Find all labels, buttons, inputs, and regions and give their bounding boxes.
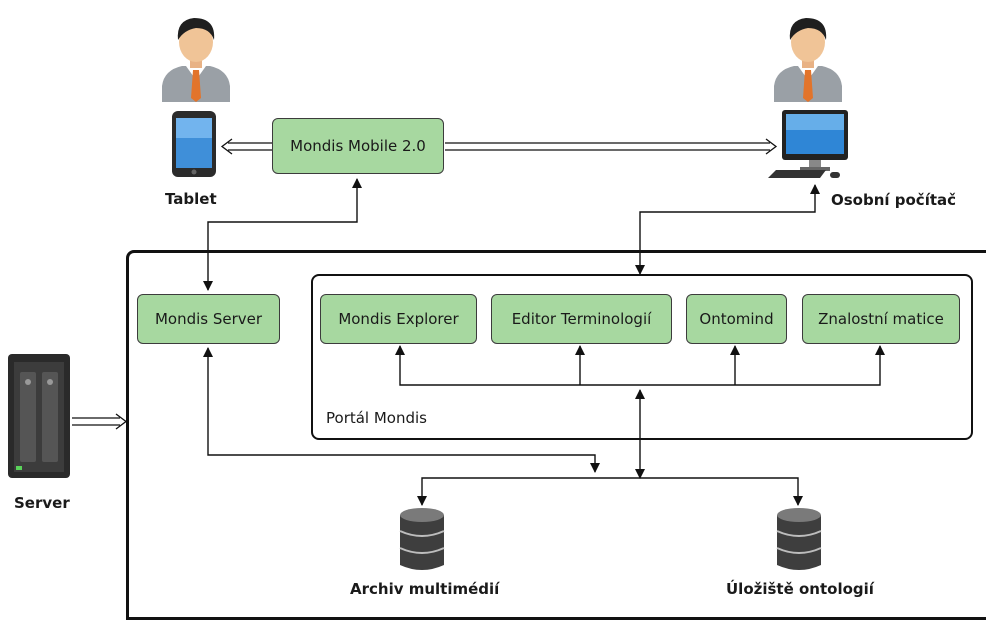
archive-label: Archiv multimédií [350, 580, 500, 598]
mobile-server-arrow [203, 178, 362, 291]
mobile-pc-link [445, 138, 778, 155]
pc-portal-arrow [635, 184, 820, 275]
ontologies-label: Úložiště ontologií [726, 580, 874, 598]
archive-database-icon [399, 508, 445, 570]
tablet-mobile-link [220, 138, 272, 155]
server-storage-arrow [203, 347, 600, 473]
tablet-label: Tablet [165, 190, 217, 208]
znalostni-matice-node[interactable]: Znalostní matice [802, 294, 960, 344]
ontology-database-icon [776, 508, 822, 570]
pc-label: Osobní počítač [831, 191, 957, 209]
editor-terminologii-node[interactable]: Editor Terminologií [491, 294, 672, 344]
portal-label: Portál Mondis [326, 409, 427, 427]
computer-icon [768, 110, 848, 178]
mondis-explorer-node[interactable]: Mondis Explorer [320, 294, 477, 344]
tablet-icon [172, 111, 216, 177]
connector-layer [72, 138, 885, 506]
ontomind-node[interactable]: Ontomind [686, 294, 787, 344]
server-label: Server [14, 494, 70, 512]
portal-frame [311, 274, 973, 440]
server-hardware-icon [8, 354, 70, 478]
mondis-server-node[interactable]: Mondis Server [137, 294, 280, 344]
mondis-mobile-node[interactable]: Mondis Mobile 2.0 [272, 118, 444, 174]
tablet-user-icon [162, 18, 230, 102]
server-frame-link [72, 413, 128, 430]
storage-bus [417, 477, 803, 506]
pc-user-icon [774, 18, 842, 102]
